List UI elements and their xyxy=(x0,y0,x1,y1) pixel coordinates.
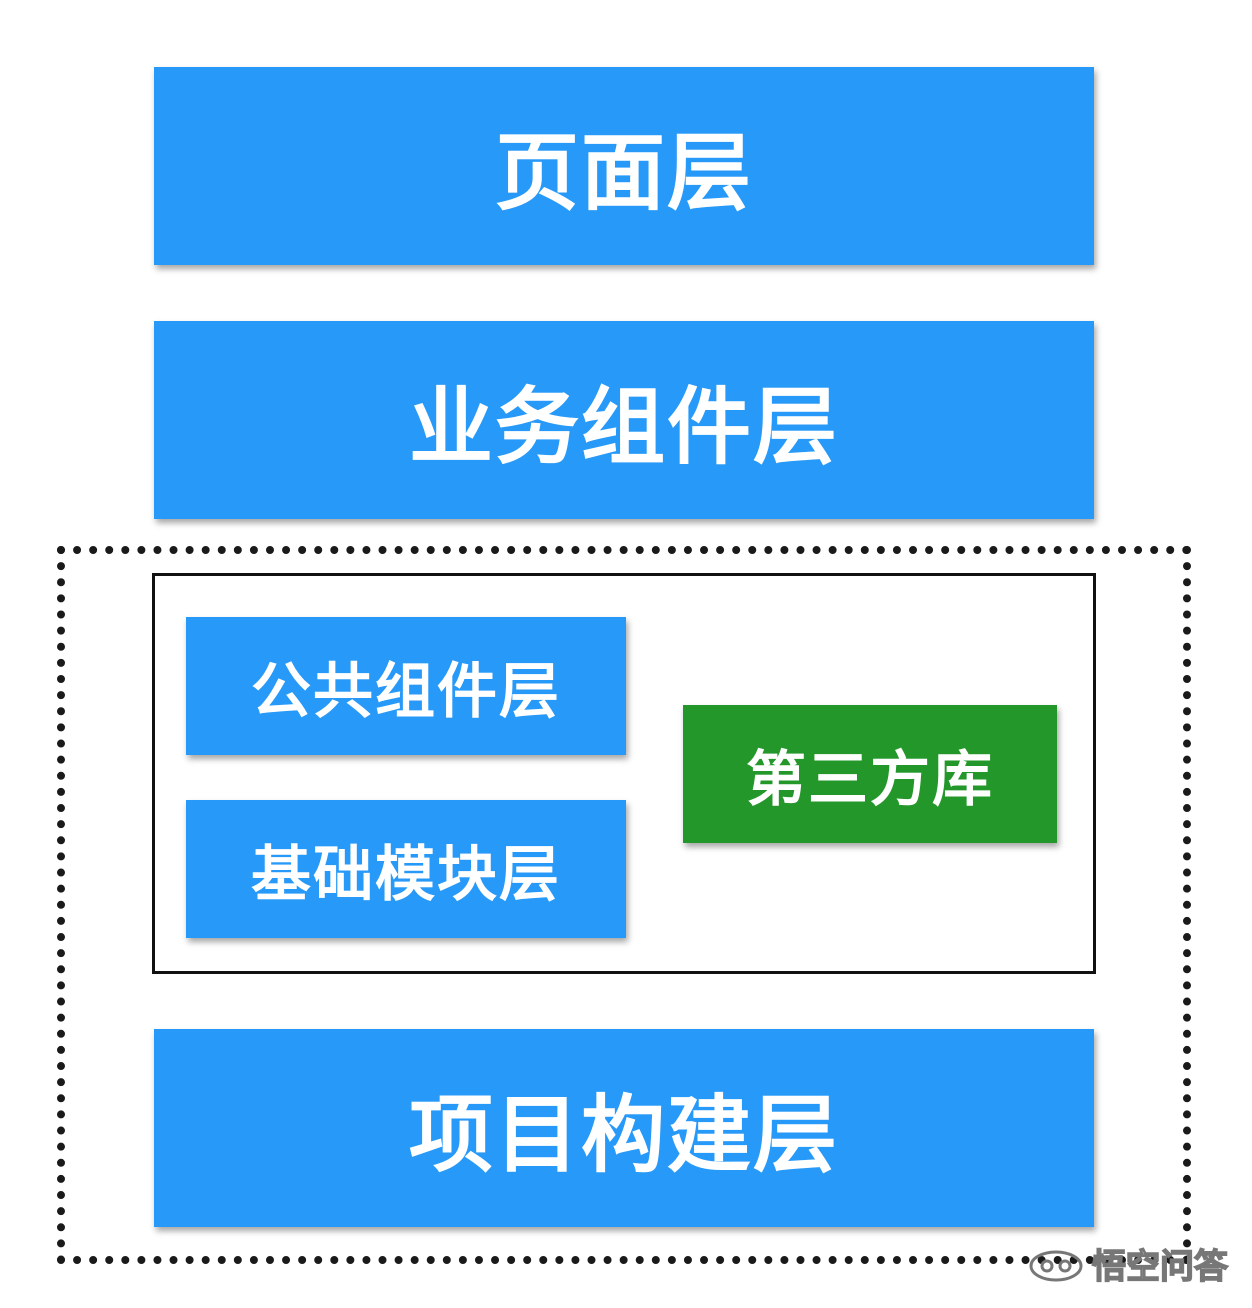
build-scope-dotted-frame xyxy=(57,546,1191,1264)
wukong-logo-icon xyxy=(1029,1250,1083,1281)
page-layer-block: 页面层 xyxy=(154,67,1094,265)
common-component-layer-block: 公共组件层 xyxy=(186,617,626,755)
business-component-layer-block: 业务组件层 xyxy=(154,321,1094,519)
project-build-layer-block: 项目构建层 xyxy=(154,1029,1094,1227)
third-party-library-block: 第三方库 xyxy=(683,705,1057,843)
base-scope-solid-frame xyxy=(152,573,1096,974)
watermark-text: 悟空问答 xyxy=(1091,1246,1229,1288)
base-module-layer-block: 基础模块层 xyxy=(186,800,626,938)
watermark: 悟空问答 xyxy=(1028,1239,1229,1288)
